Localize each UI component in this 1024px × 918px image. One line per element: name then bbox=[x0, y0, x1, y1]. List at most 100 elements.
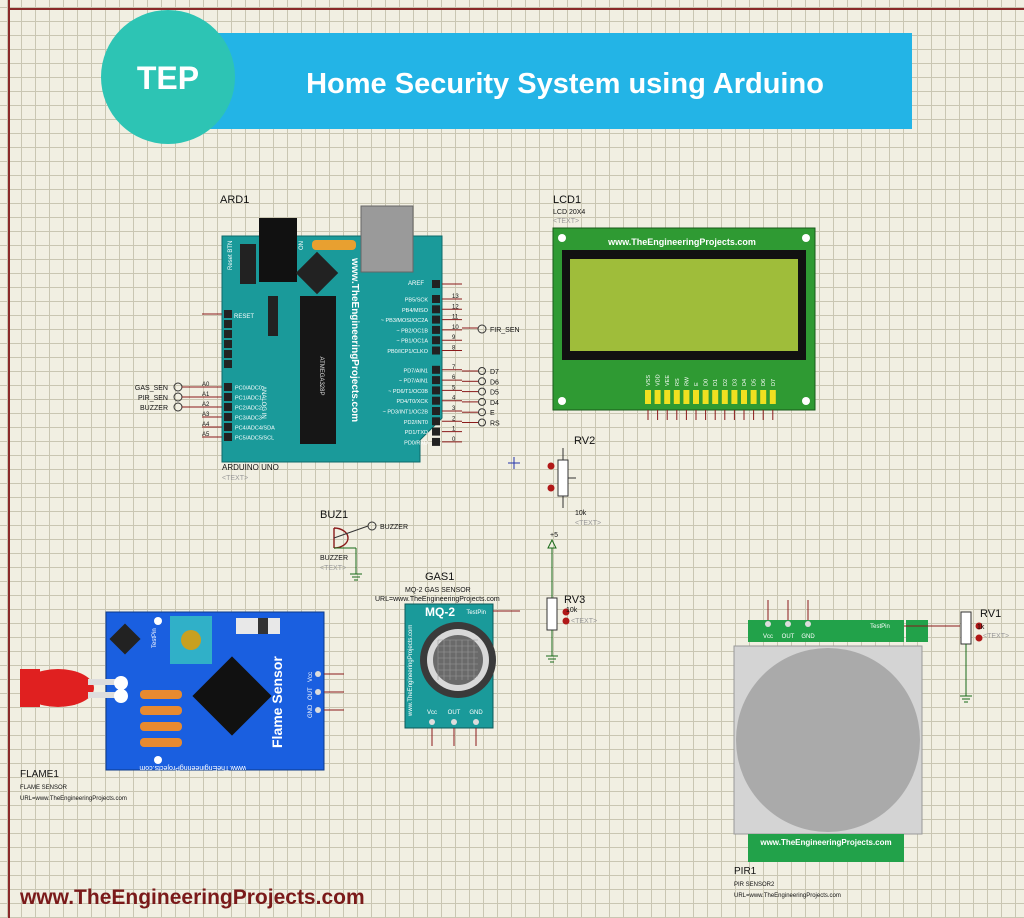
digital-pin-label: ~ PD3/INT1/OC2B bbox=[383, 410, 429, 416]
pir-testpin: TestPin bbox=[870, 624, 890, 630]
lcd-net-terminal[interactable] bbox=[478, 387, 486, 396]
lcd-hole-tr bbox=[802, 234, 810, 242]
analog-pin-number: A5 bbox=[202, 432, 210, 438]
digital-pin-socket bbox=[432, 407, 440, 415]
buzzer-name: BUZZER bbox=[320, 555, 348, 562]
rv3-ref: RV3 bbox=[564, 594, 585, 606]
analog-pin-number: A1 bbox=[202, 392, 210, 398]
lcd-net-terminal[interactable] bbox=[478, 367, 486, 375]
reset-button[interactable] bbox=[240, 244, 256, 284]
flame-url: URL=www.TheEngineeringProjects.com bbox=[20, 796, 127, 802]
pir-pin bbox=[805, 621, 811, 627]
lcd-pin-label: VDD bbox=[656, 374, 662, 386]
potentiometer-rv3[interactable]: RV3 10k <TEXT> bbox=[546, 594, 597, 663]
lcd-hole-tl bbox=[558, 234, 566, 242]
flame-name: FLAME SENSOR bbox=[20, 785, 68, 791]
lcd-net-terminal[interactable] bbox=[478, 377, 486, 386]
rv2-probe-bottom[interactable] bbox=[547, 484, 555, 492]
analog-net-terminal[interactable] bbox=[173, 392, 183, 402]
flame-pin-label: OUT bbox=[308, 687, 314, 700]
buzzer-text: <TEXT> bbox=[320, 565, 346, 572]
analog-pin-label: PC4/ADC4/SDA bbox=[235, 426, 275, 432]
buzzer-terminal[interactable] bbox=[367, 521, 377, 531]
lcd-20x4[interactable]: LCD1 LCD 20X4 <TEXT> www.TheEngineeringP… bbox=[552, 194, 816, 420]
rv3-probe-top[interactable] bbox=[562, 608, 570, 616]
net-fir-sen: FIR_SEN bbox=[490, 327, 520, 334]
title-banner bbox=[180, 33, 912, 129]
lcd-pin bbox=[673, 390, 680, 404]
digital-pin-socket bbox=[432, 305, 440, 314]
reset-btn-label: Reset BTN bbox=[228, 241, 234, 270]
flame-ref: FLAME1 bbox=[20, 769, 59, 780]
flame-trimmer-knob[interactable] bbox=[181, 630, 201, 650]
digital-pin-socket bbox=[432, 336, 440, 345]
rv1-probe-bottom[interactable] bbox=[975, 634, 983, 642]
rv1-value: 1k bbox=[977, 624, 985, 631]
lcd-pin bbox=[654, 390, 661, 404]
on-label: ON bbox=[299, 241, 305, 250]
arduino-brand: www.TheEngineeringProjects.com bbox=[349, 257, 360, 422]
buzzer-net: BUZZER bbox=[380, 524, 408, 531]
power-terminal[interactable]: +5 bbox=[547, 532, 558, 598]
pir-name: PIR SENSOR2 bbox=[734, 882, 775, 888]
lcd-net-terminal[interactable] bbox=[478, 418, 486, 427]
analog-pin-socket bbox=[224, 433, 232, 441]
arduino-uno[interactable]: ARD1 Reset BTN ON ATMEGA328P ANALOG IN w… bbox=[202, 194, 462, 482]
digital-pin-socket bbox=[432, 376, 440, 385]
potentiometer-rv2[interactable]: RV2 10k <TEXT> bbox=[547, 435, 602, 527]
rv2-ref: RV2 bbox=[574, 435, 595, 447]
analog-pin-socket bbox=[224, 393, 232, 401]
footer-url[interactable]: www.TheEngineeringProjects.com bbox=[19, 886, 365, 909]
rv3-probe-bottom[interactable] bbox=[562, 617, 570, 625]
flame-pad-1 bbox=[114, 676, 128, 690]
lcd-pin-label: D6 bbox=[761, 379, 767, 386]
rv1-text: <TEXT> bbox=[983, 633, 1009, 640]
pir-ref: PIR1 bbox=[734, 866, 757, 877]
gas-pin-label: OUT bbox=[448, 710, 461, 716]
flame-pin bbox=[315, 671, 321, 677]
digital-pin-label: ~ PB1/OC1A bbox=[396, 339, 428, 345]
gas-url: URL=www.TheEngineeringProjects.com bbox=[375, 596, 500, 603]
lcd-pin bbox=[731, 390, 738, 404]
buzzer-buz1[interactable]: BUZ1 BUZZER BUZZER <TEXT> bbox=[320, 509, 408, 581]
pir-pin-label: Vcc bbox=[763, 634, 773, 640]
digital-pin-label: PD4/T0/XCK bbox=[397, 399, 429, 405]
potentiometer-rv1[interactable]: RV1 1k <TEXT> bbox=[960, 608, 1009, 703]
led-on bbox=[312, 240, 356, 250]
pir-pin-label: GND bbox=[801, 634, 815, 640]
lcd-ref: LCD1 bbox=[553, 194, 581, 206]
lcd-net-terminal[interactable] bbox=[478, 397, 486, 406]
lcd-net-terminal[interactable] bbox=[478, 408, 486, 417]
lcd-hole-bl bbox=[558, 397, 566, 405]
fir-terminal[interactable] bbox=[477, 324, 487, 334]
lcd-pin-label: D7 bbox=[771, 379, 777, 386]
analog-net-terminal[interactable] bbox=[173, 382, 183, 392]
digital-pin-socket bbox=[432, 437, 440, 446]
digital-pin-number: 0 bbox=[452, 437, 456, 443]
analog-pin-number: A4 bbox=[202, 422, 210, 428]
gas-pin-label: Vcc bbox=[427, 710, 437, 716]
lcd-screen bbox=[570, 259, 798, 351]
lcd-net-label: D6 bbox=[490, 379, 499, 386]
flame-pin bbox=[315, 689, 321, 695]
lcd-pin bbox=[645, 390, 651, 404]
analog-net-terminal[interactable] bbox=[173, 402, 183, 412]
rv2-probe-top[interactable] bbox=[547, 462, 555, 470]
flame-pin-label: Vcc bbox=[308, 672, 314, 682]
lcd-pin bbox=[741, 390, 747, 404]
analog-pin-label: PC3/ADC3 bbox=[235, 416, 262, 422]
gas-sensor-mq2[interactable]: GAS1 MQ-2 GAS SENSOR URL=www.TheEngineer… bbox=[375, 571, 520, 746]
analog-pin-label: PC5/ADC5/SCL bbox=[235, 436, 274, 442]
rv1-body bbox=[960, 611, 972, 645]
flame-pin bbox=[315, 707, 321, 713]
pir-url: URL=www.TheEngineeringProjects.com bbox=[734, 893, 841, 899]
lcd-pin bbox=[693, 390, 699, 404]
digital-pin-socket bbox=[432, 295, 440, 303]
flame-sensor[interactable]: TestPin Flame Sensor www.TheEngineeringP… bbox=[20, 611, 344, 802]
gas-pin-label: GND bbox=[469, 710, 483, 716]
analog-pin-number: A0 bbox=[202, 382, 210, 388]
flame-resistors bbox=[140, 690, 182, 747]
rv1-probe-top[interactable] bbox=[975, 622, 983, 630]
